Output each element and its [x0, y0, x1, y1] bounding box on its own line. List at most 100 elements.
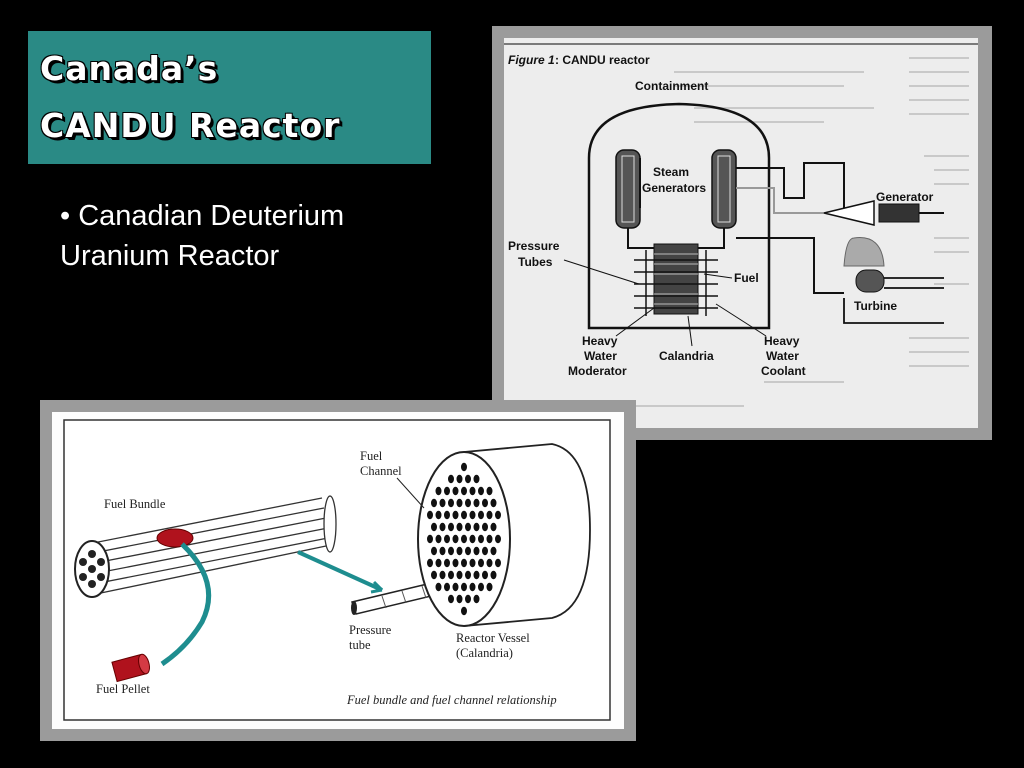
label-fuel: Fuel [360, 449, 383, 463]
fuel-channel-hole [461, 606, 467, 616]
fuel-channel-hole [448, 570, 454, 580]
fuel-channel-hole [465, 474, 471, 484]
fuel-channel-hole [448, 594, 454, 604]
fuel-channel-hole [490, 522, 497, 532]
fuel-channel-hole [478, 558, 484, 568]
fuel-channel-hole [473, 498, 480, 508]
fuel-channel-hole [456, 546, 463, 556]
label-water-coolant: Water [766, 349, 799, 363]
fuel-channel-hole [431, 570, 437, 580]
label-tubes: Tubes [518, 255, 553, 269]
turbine-unit [855, 269, 885, 293]
fuel-channel-hole [448, 522, 454, 532]
label-fuel: Fuel [734, 271, 759, 285]
fuel-channel-hole [452, 486, 459, 496]
figure-fuel-bundle: Fuel Bundle Fuel Pellet Pressure tube [52, 412, 624, 729]
generator-unit [878, 203, 920, 223]
label-tube: tube [349, 638, 371, 652]
fuel-channel-hole [469, 582, 476, 592]
figure1-caption-prefix: Figure 1 [508, 53, 555, 67]
fuel-channel-hole [452, 558, 459, 568]
fuel-channel-hole [431, 546, 437, 556]
fuel-channel-hole [469, 534, 476, 544]
fuel-channel-hole [435, 534, 442, 544]
label-calandria: (Calandria) [456, 646, 513, 660]
fuel-channel-hole [427, 558, 433, 568]
fuel-channel-hole [448, 546, 454, 556]
fuel-channel-hole [478, 510, 484, 520]
fuel-channel-hole [469, 486, 476, 496]
label-generators: Generators [642, 181, 706, 195]
fuel-channel-hole [444, 558, 450, 568]
fuel-channel-hole [465, 594, 471, 604]
fuel-channel-hole [456, 570, 463, 580]
fuel-channel-hole [439, 570, 446, 580]
slide-title-line-2: CANDU Reactor [40, 106, 341, 145]
fuel-channel-hole [444, 510, 450, 520]
fuel-channel-hole [431, 522, 437, 532]
fuel-channel-hole [465, 522, 471, 532]
fuel-channel-hole [431, 498, 437, 508]
fuel-channel-hole [461, 510, 467, 520]
fuel-channel-hole [444, 486, 450, 496]
fuel-channel-hole [486, 486, 493, 496]
steam-generator-right [711, 149, 737, 229]
fuel-channel-hole [469, 510, 476, 520]
fuel-channel-hole [456, 594, 463, 604]
fuel-channel-hole [435, 558, 442, 568]
fuel-channel-hole [444, 534, 450, 544]
fuel-channel-hole [473, 474, 480, 484]
fuel-channel-hole [452, 534, 459, 544]
fuel-channel-hole [486, 534, 493, 544]
fuel-channel-hole [478, 582, 484, 592]
figure-fuel-bundle-frame: Fuel Bundle Fuel Pellet Pressure tube [40, 400, 636, 741]
fuel-bundle-diagram: Fuel Bundle Fuel Pellet Pressure tube [63, 419, 611, 721]
label-generator: Generator [876, 190, 934, 204]
fuel-channel-hole [482, 522, 488, 532]
fuel-channel-hole [486, 558, 493, 568]
fuel-channel-hole [482, 546, 488, 556]
fuel-bundle-highlight [156, 528, 194, 548]
fuel-channel-hole [490, 546, 497, 556]
fuel-channel-hole [435, 510, 442, 520]
fuel-channel-hole [461, 582, 467, 592]
label-moderator: Moderator [568, 364, 627, 378]
label-pressure: Pressure [508, 239, 560, 253]
figure-candu-reactor-frame: Figure 1 : CANDU reactor Containment Ste… [492, 26, 992, 440]
fuel-channel-hole [473, 522, 480, 532]
pellet-connector [160, 542, 212, 667]
label-channel: Channel [360, 464, 402, 478]
fuel-channel-hole [473, 594, 480, 604]
fuel-channel-hole [490, 570, 497, 580]
fuel-channel-hole [456, 498, 463, 508]
fuel-channel-hole [490, 498, 497, 508]
fuel-channel-hole [486, 582, 493, 592]
label-reactor-vessel: Reactor Vessel [456, 631, 530, 645]
figure1-caption: : CANDU reactor [555, 53, 650, 67]
label-heavy-coolant: Heavy [764, 334, 800, 348]
fuel-channel-hole [435, 582, 442, 592]
fuel-channel-hole [448, 474, 454, 484]
figure-candu-reactor: Figure 1 : CANDU reactor Containment Ste… [504, 38, 978, 428]
fuel-channel-hole [495, 558, 501, 568]
fuel-pellet [111, 653, 150, 683]
bullet-text: • Canadian Deuterium Uranium Reactor [60, 200, 345, 272]
label-pressure: Pressure [349, 623, 392, 637]
fuel-channel-hole [427, 534, 433, 544]
slide-title-line-1: Canada’s [40, 49, 219, 88]
fuel-channel-hole [461, 462, 467, 472]
candu-reactor-diagram: Figure 1 : CANDU reactor Containment Ste… [504, 43, 978, 407]
fuel-channel-hole [478, 486, 484, 496]
fuel-channel-hole [486, 510, 493, 520]
fuel-channel-hole [495, 510, 501, 520]
fuel-channel-hole [452, 582, 459, 592]
fuel-channel-hole [482, 498, 488, 508]
label-water-moderator: Water [584, 349, 617, 363]
fuel-channel-hole [439, 498, 446, 508]
fuel-channel-hole [439, 522, 446, 532]
fuel-channel-hole [495, 534, 501, 544]
fuel-channel-hole [469, 558, 476, 568]
fuel-channel-hole [465, 570, 471, 580]
steam-generator-left [615, 149, 641, 229]
condenser [843, 237, 885, 267]
